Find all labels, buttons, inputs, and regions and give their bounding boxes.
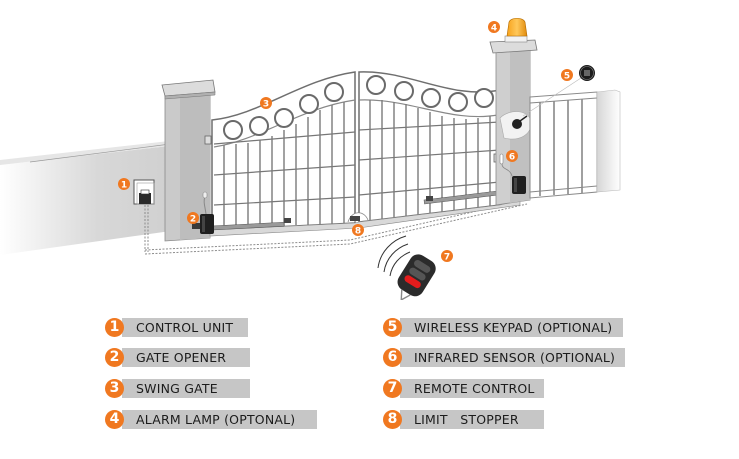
svg-text:6: 6 xyxy=(509,153,515,163)
remote-control xyxy=(377,235,436,300)
callout-7: 7 xyxy=(441,250,453,263)
legend-label: REMOTE CONTROL xyxy=(400,378,544,398)
gate-installation-illustration: 1 2 3 4 5 6 7 8 xyxy=(0,17,621,300)
legend-item-swing-gate: 3 SWING GATE xyxy=(105,378,250,398)
callout-3: 3 xyxy=(260,97,272,110)
legend-item-remote-control: 7 REMOTE CONTROL xyxy=(383,378,544,398)
right-pillar xyxy=(489,39,538,206)
legend-number-badge: 3 xyxy=(105,378,124,398)
alarm-lamp xyxy=(504,17,528,43)
svg-text:2: 2 xyxy=(190,215,196,225)
callout-4: 4 xyxy=(488,21,500,34)
callout-2: 2 xyxy=(187,212,199,225)
callout-1: 1 xyxy=(118,178,130,191)
side-fence xyxy=(529,89,621,199)
legend-item-infrared-sensor: 6 INFRARED SENSOR (OPTIONAL) xyxy=(383,347,625,367)
legend-item-limit-stopper: 8 LIMIT STOPPER xyxy=(383,409,544,429)
svg-text:5: 5 xyxy=(564,72,570,82)
legend-item-wireless-keypad: 5 WIRELESS KEYPAD (OPTIONAL) xyxy=(383,317,623,337)
control-unit xyxy=(133,179,155,205)
legend-number-badge: 6 xyxy=(383,347,402,367)
gate-opener xyxy=(192,191,214,234)
svg-text:4: 4 xyxy=(491,24,497,34)
svg-text:7: 7 xyxy=(444,253,450,263)
left-wall xyxy=(0,140,179,255)
legend-number-badge: 1 xyxy=(105,317,124,337)
legend-label: ALARM LAMP (OPTONAL) xyxy=(122,409,317,429)
legend-number-badge: 2 xyxy=(105,347,124,367)
legend-item-control-unit: 1 CONTROL UNIT xyxy=(105,317,248,337)
legend-item-gate-opener: 2 GATE OPENER xyxy=(105,347,250,367)
svg-text:8: 8 xyxy=(355,227,361,237)
callout-6: 6 xyxy=(506,150,518,163)
svg-text:1: 1 xyxy=(121,181,127,191)
legend-label: SWING GATE xyxy=(122,378,250,398)
legend-number-badge: 4 xyxy=(105,409,124,429)
callout-5: 5 xyxy=(561,69,573,82)
callout-8: 8 xyxy=(352,224,364,237)
legend-number-badge: 8 xyxy=(383,409,402,429)
infrared-sensor xyxy=(499,153,526,194)
swing-gate xyxy=(204,71,501,231)
legend-number-badge: 5 xyxy=(383,317,402,337)
left-pillar xyxy=(161,79,216,242)
legend-item-alarm-lamp: 4 ALARM LAMP (OPTONAL) xyxy=(105,409,317,429)
wireless-keypad xyxy=(522,65,595,117)
legend-label: LIMIT STOPPER xyxy=(400,409,544,429)
legend-label: INFRARED SENSOR (OPTIONAL) xyxy=(400,347,625,367)
limit-stopper xyxy=(347,212,369,223)
legend-label: CONTROL UNIT xyxy=(122,317,248,337)
svg-text:3: 3 xyxy=(263,100,269,110)
legend-label: GATE OPENER xyxy=(122,347,250,367)
legend-label: WIRELESS KEYPAD (OPTIONAL) xyxy=(400,317,623,337)
legend-number-badge: 7 xyxy=(383,378,402,398)
